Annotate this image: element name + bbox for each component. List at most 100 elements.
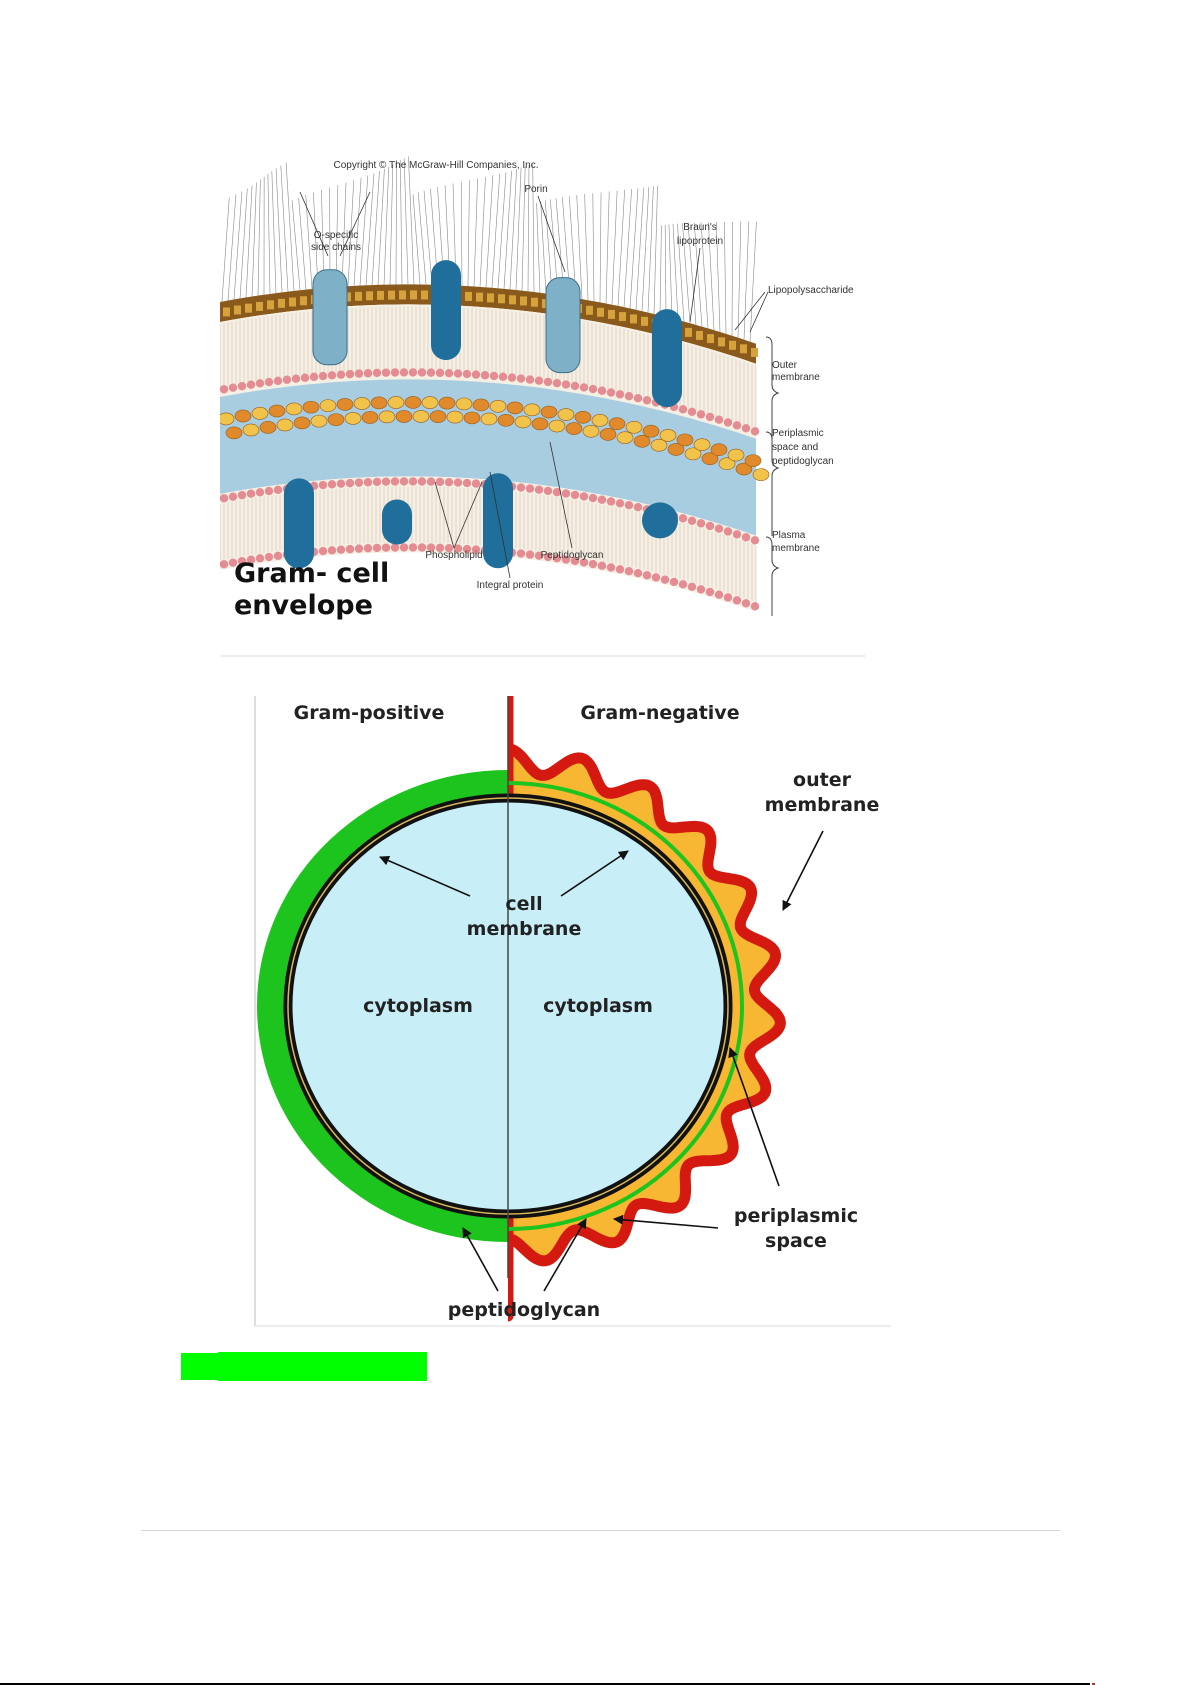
phospholipid-head [237, 490, 247, 500]
phospholipid-head [372, 368, 382, 378]
phospholipid-head [705, 521, 715, 531]
peptidoglycan-unit [480, 412, 498, 426]
peptidoglycan-unit [701, 452, 719, 465]
integral-protein [284, 478, 314, 569]
figure-title-line1: Gram- cell [234, 558, 389, 589]
o-side-chain [491, 173, 501, 288]
phospholipid-head [552, 553, 562, 563]
peptidoglycan-unit [633, 435, 651, 448]
phospholipid-head [408, 543, 418, 552]
o-side-chain [408, 156, 415, 285]
o-side-chain [592, 193, 595, 302]
peptidoglycan-unit [276, 418, 294, 432]
o-side-chain [653, 185, 658, 314]
phospholipid-head [273, 485, 283, 495]
phospholipid-head [660, 575, 670, 584]
lps-block [740, 344, 747, 354]
o-side-chain [305, 195, 313, 290]
lps-block [630, 314, 637, 324]
o-side-chain [423, 190, 433, 285]
leader-line [734, 291, 766, 331]
leader-line [489, 471, 511, 579]
arrow-periplasmic-2 [613, 1214, 719, 1229]
peptidoglycan-unit [548, 419, 566, 433]
o-side-chain [497, 172, 507, 289]
bracket-plasma-membrane [765, 536, 780, 616]
phospholipid-head [273, 551, 283, 561]
peptidoglycan-unit [616, 431, 634, 444]
phospholipid-head [471, 370, 481, 379]
phospholipid-head [291, 374, 301, 383]
phospholipid-head [552, 378, 562, 388]
outer-membrane-label-1: outer [793, 769, 852, 791]
phospholipid-head [723, 418, 733, 427]
phospholipid-head [228, 558, 238, 567]
phospholipid-head [390, 368, 400, 377]
label-peptidoglycan-side: peptidoglycan [772, 456, 834, 467]
phospholipid-head [327, 546, 337, 555]
o-side-chain [664, 224, 667, 317]
phospholipid-head [444, 543, 454, 553]
o-side-chain [233, 191, 243, 300]
cytoplasm-label-left: cytoplasm [363, 995, 473, 1017]
o-side-chain [275, 168, 283, 293]
lps-block [498, 294, 505, 304]
phospholipid-head [687, 582, 697, 592]
figure-title-line2: envelope [234, 590, 373, 621]
phospholipid-head [516, 483, 526, 492]
phospholipid-head [372, 477, 382, 487]
o-side-chain [647, 186, 654, 313]
arrow-peptidoglycan-right [543, 1218, 587, 1292]
peptidoglycan-unit [310, 414, 328, 428]
phospholipid-head [705, 587, 715, 597]
phospholipid-head [399, 368, 409, 377]
envelope-illustration: Copyright © The McGraw-Hill Companies, I… [220, 156, 854, 621]
phospholipid-head [588, 493, 598, 503]
phospholipid-head [471, 545, 481, 554]
o-side-chain [251, 182, 257, 297]
phospholipid-head [597, 561, 607, 570]
periplasmic-label-2: space [765, 1230, 827, 1252]
o-side-chain [417, 192, 427, 285]
phospholipid-head [220, 385, 229, 394]
phospholipid-head [624, 392, 634, 401]
phospholipid-head [426, 368, 436, 377]
phospholipid-head [525, 484, 535, 493]
label-lipopolysaccharide: Lipopolysaccharide [768, 285, 854, 296]
phospholipid-head [570, 490, 580, 500]
phospholipid-head [220, 494, 229, 503]
phospholipid-head [714, 590, 724, 599]
o-side-chain [353, 177, 362, 286]
peptidoglycan-unit [667, 443, 685, 456]
peptidoglycan-label: peptidoglycan [448, 1299, 600, 1321]
o-side-chain [687, 222, 697, 325]
peptidoglycan-unit [429, 410, 447, 423]
phospholipid-head [570, 556, 580, 566]
phospholipid-head [534, 551, 544, 560]
peptidoglycan-unit [659, 429, 677, 442]
peptidoglycan-unit [565, 422, 583, 435]
phospholipid-head [615, 390, 625, 399]
phospholipid-head [318, 546, 328, 556]
leader-line [689, 247, 701, 323]
o-side-chain [605, 191, 610, 304]
phospholipid-head [606, 563, 616, 572]
lps-block [256, 301, 263, 311]
phospholipid-head [255, 554, 265, 563]
gram-negative-heading: Gram-negative [580, 702, 739, 724]
o-side-chain [672, 223, 679, 321]
o-side-chain [389, 164, 394, 285]
o-side-chain [635, 187, 645, 310]
lps-block [366, 291, 373, 301]
peptidoglycan-unit [378, 410, 396, 424]
o-side-chain [285, 162, 295, 291]
phospholipid-head [435, 543, 445, 553]
label-lipoprotein: lipoprotein [677, 236, 723, 247]
leader-line [749, 291, 769, 333]
horizontal-rule [141, 1530, 1060, 1531]
peptidoglycan-unit [225, 426, 243, 440]
peptidoglycan-unit [497, 413, 515, 427]
outer-membrane-protein [652, 309, 682, 408]
o-side-chain [749, 221, 757, 342]
highlighted-text-block-left [181, 1353, 218, 1380]
